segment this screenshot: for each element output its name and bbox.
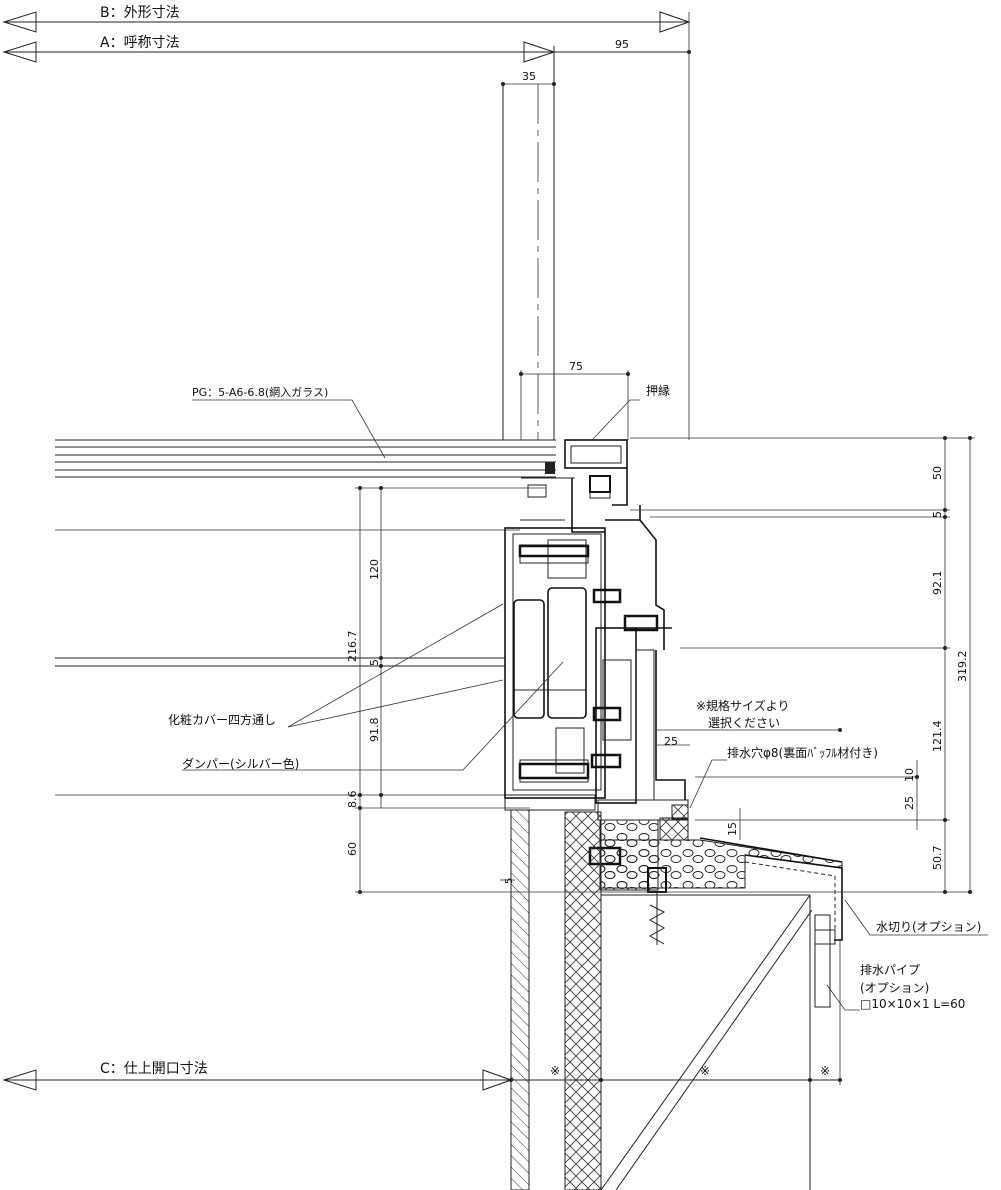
wall-insulation	[564, 811, 602, 1190]
note-line2: 選択ください	[708, 716, 780, 730]
dim-92-1: 92.1	[931, 571, 944, 596]
glass-label: PG：5-A6-6.8(網入ガラス)	[192, 385, 328, 399]
pipe-line1: 排水パイプ	[860, 963, 920, 977]
dim-216-7: 216.7	[346, 631, 359, 663]
dim-50: 50	[931, 466, 944, 480]
dim-b-label: B：外形寸法	[100, 5, 180, 21]
bead	[564, 439, 628, 506]
dim-50-7: 50.7	[931, 846, 944, 871]
dim-5-left: 5	[368, 659, 381, 666]
dim-91-8: 91.8	[368, 718, 381, 743]
dim-c-label: C：仕上開口寸法	[100, 1061, 208, 1077]
dim-a-label: A：呼称寸法	[100, 35, 180, 51]
mark-1: ※	[550, 1064, 560, 1078]
dim-5-right: 5	[931, 511, 944, 518]
dim-5-bottom: 5	[504, 878, 515, 884]
dim-15: 15	[726, 822, 739, 836]
dim-120: 120	[368, 559, 381, 580]
dim-25-right: 25	[903, 796, 916, 810]
dim-line-c	[2, 940, 842, 1091]
mark-2: ※	[700, 1064, 710, 1078]
mizukiri	[744, 854, 843, 941]
dim-line-a	[2, 41, 691, 63]
dim-95: 95	[615, 38, 629, 51]
note-line1: ※規格サイズより	[696, 698, 789, 713]
wall-finish	[510, 809, 530, 1190]
right-dims	[630, 436, 975, 894]
mark-3: ※	[820, 1064, 830, 1078]
drain-hole-label: 排水穴φ8(裏面ﾊﾞｯﾌﾙ材付き)	[727, 745, 878, 760]
dim-319-2: 319.2	[956, 651, 969, 683]
leader-lines	[182, 399, 988, 1011]
dim-60: 60	[346, 842, 359, 856]
glass-pane	[55, 439, 556, 478]
dim-35: 35	[522, 70, 536, 83]
damper-label: ダンパー(シルバー色)	[182, 756, 299, 771]
frame-section	[504, 475, 641, 799]
dim-10: 10	[903, 768, 916, 782]
damper	[513, 539, 589, 783]
mizukiri-label: 水切り(オプション)	[876, 920, 981, 934]
oshibuchi-label: 押縁	[646, 383, 670, 398]
drain-pipe	[814, 914, 836, 1008]
dim-8-6: 8.6	[346, 791, 359, 809]
cover-label: 化粧カバー四方通し	[168, 712, 276, 727]
dim-line-b	[2, 11, 691, 33]
dim-75: 75	[569, 360, 583, 373]
wall-framing	[600, 894, 813, 1190]
dim-25-inner: 25	[664, 735, 678, 748]
pipe-line3: □10×10×1 L=60	[860, 997, 965, 1011]
left-dims	[355, 486, 970, 894]
sub-frame	[595, 519, 689, 820]
pipe-line2: (オプション)	[860, 981, 929, 995]
dim-121-4: 121.4	[931, 721, 944, 753]
